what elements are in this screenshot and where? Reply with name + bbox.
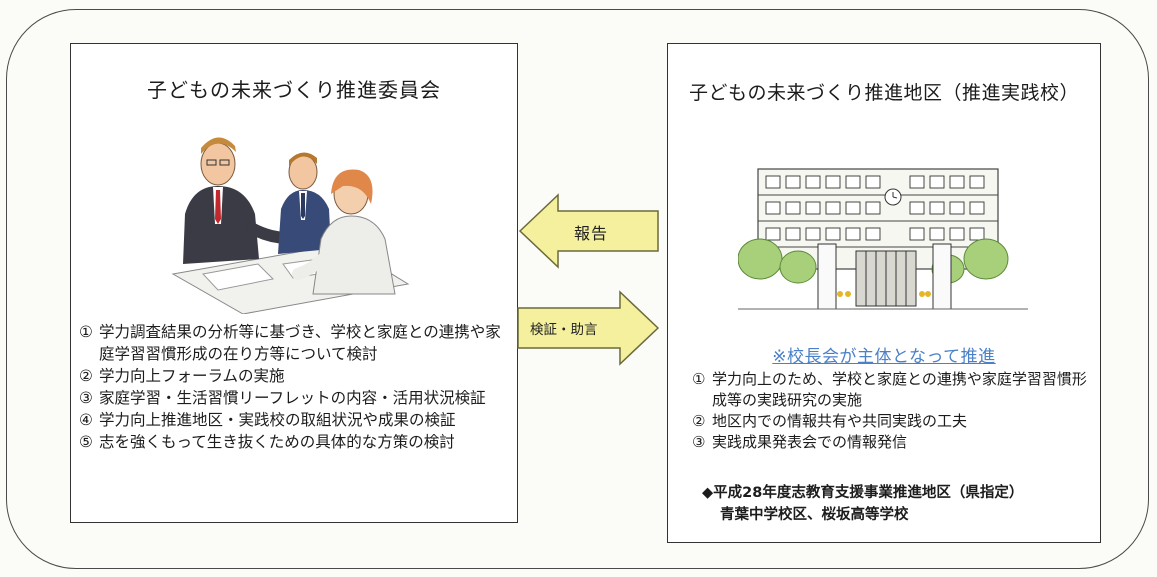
item-number: ⑤ [79,433,93,451]
item-text: 志を強くもって生き抜くための具体的な方策の検討 [99,433,455,451]
item-text: 学力調査結果の分析等に基づき、学校と家庭との連携や家庭学習習慣形成の在り方等につ… [99,323,501,363]
principal-council-note: ※校長会が主体となって推進 [772,347,996,367]
advice-label: 検証・助言 [530,322,598,338]
designation-schools: 青葉中学校区、桜坂高等学校 [720,507,909,523]
committee-panel: 子どもの未来づくり推進委員会 [70,43,518,523]
item-text: 学力向上推進地区・実践校の取組状況や成果の検証 [99,411,456,429]
item-number: ④ [79,411,93,429]
item-text: 学力向上フォーラムの実施 [99,367,285,385]
item-number: ③ [692,433,706,451]
outer-rounded-frame [6,9,1149,569]
advice-arrow: 検証・助言 [516,290,660,366]
list-item: ④ 学力向上推進地区・実践校の取組状況や成果の検証 [79,409,509,431]
item-number: ① [692,370,706,388]
item-text: 実践成果発表会での情報発信 [712,433,908,451]
item-text: 家庭学習・生活習慣リーフレットの内容・活用状況検証 [99,389,486,407]
item-number: ① [79,323,93,341]
item-number: ② [692,412,706,430]
designation-block: ◆平成28年度志教育支援事業推進地区（県指定） 青葉中学校区、桜坂高等学校 [702,482,1082,526]
list-item: ① 学力向上のため、学校と家庭との連携や家庭学習習慣形成等の実践研究の実施 [692,369,1092,411]
list-item: ⑤ 志を強くもって生き抜くための具体的な方策の検討 [79,431,509,453]
list-item: ③ 家庭学習・生活習慣リーフレットの内容・活用状況検証 [79,387,509,409]
item-text: 地区内での情報共有や共同実践の工夫 [712,412,968,430]
report-arrow: 報告 [518,193,660,269]
left-arrow-icon [518,193,659,269]
committee-task-list: ① 学力調査結果の分析等に基づき、学校と家庭との連携や家庭学習習慣形成の在り方等に… [79,321,509,453]
item-text: 学力向上のため、学校と家庭との連携や家庭学習習慣形成等の実践研究の実施 [712,370,1087,409]
list-item: ② 地区内での情報共有や共同実践の工夫 [692,411,1092,432]
district-task-list: ① 学力向上のため、学校と家庭との連携や家庭学習習慣形成等の実践研究の実施 ② 地区… [692,369,1092,453]
committee-title: 子どもの未来づくり推進委員会 [147,78,441,102]
item-number: ② [79,367,93,385]
district-panel: 子どもの未来づくり推進地区（推進実践校） [667,43,1101,543]
list-item: ③ 実践成果発表会での情報発信 [692,432,1092,453]
right-arrow-icon [517,290,660,366]
item-number: ③ [79,389,93,407]
district-title: 子どもの未来づくり推進地区（推進実践校） [688,82,1079,104]
list-item: ② 学力向上フォーラムの実施 [79,365,509,387]
meeting-people-icon [171,137,410,314]
designation-title: ◆平成28年度志教育支援事業推進地区（県指定） [702,485,1024,501]
school-building-icon [738,168,1028,310]
report-label: 報告 [574,224,609,243]
list-item: ① 学力調査結果の分析等に基づき、学校と家庭との連携や家庭学習習慣形成の在り方等に… [79,321,509,365]
